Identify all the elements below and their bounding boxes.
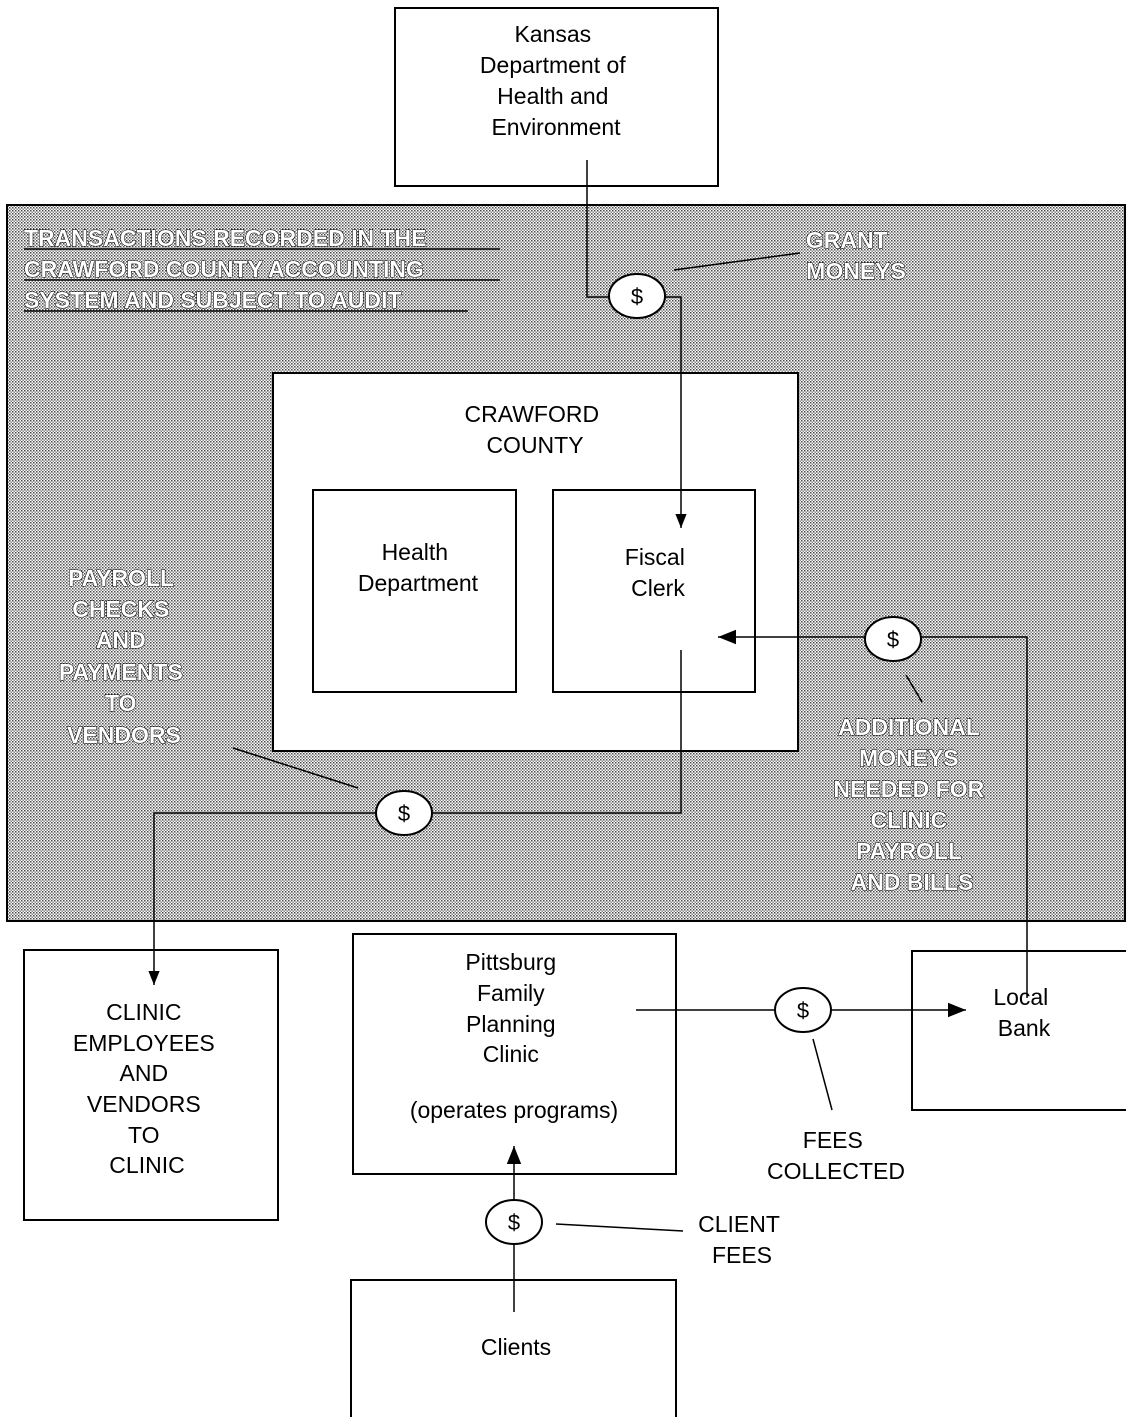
payroll-label: PAYROLL CHECKS AND PAYMENTS TO VENDORS [59,565,189,748]
payroll-pointer [232,747,359,789]
dollar-icon: $ [864,616,922,662]
additional-pointer [905,674,923,703]
svg-text:$: $ [631,284,643,309]
audit-region-title: TRANSACTIONS RECORDED IN THE CRAWFORD CO… [24,225,433,313]
local-bank-label: Local Bank [993,984,1054,1041]
dollar-icon: $ [774,987,832,1033]
fiscal-clerk-label: Fiscal Clerk [625,544,691,601]
employees-vendors-label: CLINIC EMPLOYEES AND VENDORS TO CLINIC [73,999,221,1178]
kdhe-box: Kansas Department of Health and Environm… [394,7,719,187]
clients-label: Clients [481,1334,551,1360]
additional-moneys-label: ADDITIONAL MONEYS NEEDED FOR CLINIC PAYR… [833,714,990,895]
grant-pointer [673,252,801,271]
dollar-icon: $ [375,790,433,836]
audit-region: TRANSACTIONS RECORDED IN THE CRAWFORD CO… [6,204,1126,922]
svg-text:$: $ [508,1210,520,1235]
dollar-icon: $ [485,1199,543,1245]
audit-title-line-2: CRAWFORD COUNTY ACCOUNTING [24,256,424,282]
health-department-box: Health Department [312,489,517,693]
county-label: CRAWFORD COUNTY [465,401,606,458]
svg-text:$: $ [887,627,899,652]
clinic-box: Pittsburg Family Planning Clinic (operat… [352,933,677,1175]
local-bank-box: Local Bank [911,950,1126,1111]
audit-title-line-3: SYSTEM AND SUBJECT TO AUDIT [24,287,401,313]
kdhe-label: Kansas Department of Health and Environm… [480,21,632,140]
fees-collected-label: FEES COLLECTED [767,1127,905,1184]
fiscal-clerk-box: Fiscal Clerk [552,489,756,693]
audit-title-line-1: TRANSACTIONS RECORDED IN THE [24,225,427,251]
client-fees-label: CLIENT FEES [698,1211,786,1268]
pointer-lines [232,252,923,1232]
grant-moneys-label: GRANT MONEYS [806,227,906,284]
clinic-label: Pittsburg Family Planning Clinic (operat… [410,949,618,1123]
dollar-icon: $ [608,273,666,319]
fees-pointer [812,1038,833,1111]
employees-vendors-box: CLINIC EMPLOYEES AND VENDORS TO CLINIC [23,949,279,1221]
health-department-label: Health Department [358,539,479,596]
client-fees-pointer [555,1223,684,1232]
additional-flow-line [718,629,1028,998]
money-circles: $ $ $ $ $ [375,273,922,1245]
svg-text:$: $ [398,801,410,826]
audit-title-underlines [24,248,500,312]
svg-text:$: $ [797,998,809,1023]
